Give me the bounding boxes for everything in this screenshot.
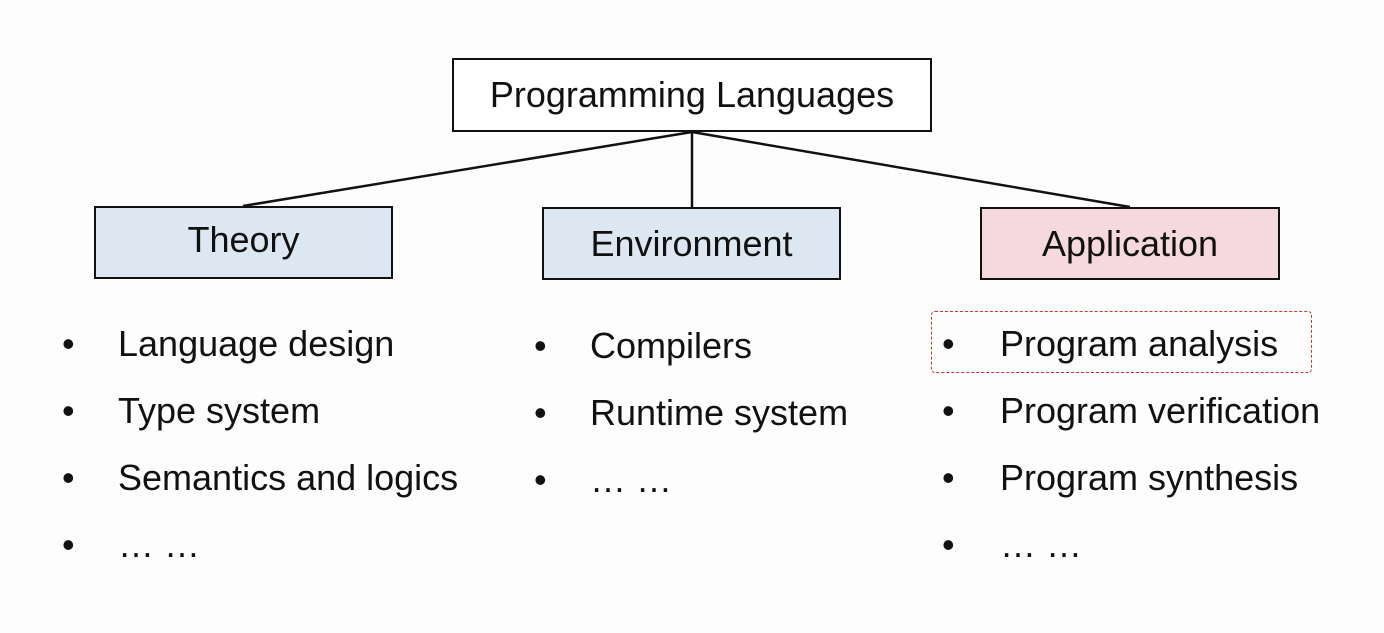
list-item-label: Language design	[118, 323, 395, 364]
root-node-label: Programming Languages	[489, 74, 895, 115]
list-item-label: Type system	[118, 390, 321, 431]
bullet-marker: •	[534, 325, 547, 366]
connector-root-theory	[242, 130, 693, 208]
bullet-marker: •	[62, 323, 75, 364]
list-item-label: … …	[1000, 524, 1083, 565]
category-label-theory: Theory	[187, 218, 300, 260]
bullet-marker: •	[942, 524, 955, 565]
category-box-environment: Environment	[542, 207, 841, 280]
highlight-dashed-box	[931, 311, 1312, 373]
bullet-marker: •	[942, 323, 955, 364]
category-box-theory: Theory	[94, 206, 393, 279]
list-item-label: Program verification	[1000, 390, 1321, 431]
bullet-marker: •	[62, 524, 75, 565]
category-box-application: Application	[980, 207, 1280, 280]
bullet-marker: •	[534, 392, 547, 433]
category-label-application: Application	[1041, 222, 1219, 264]
list-item-label: Compilers	[590, 325, 753, 366]
bullet-marker: •	[62, 390, 75, 431]
list-item-label: Runtime system	[590, 392, 849, 433]
list-item-label: Program analysis	[1000, 323, 1279, 364]
list-item-label: Program synthesis	[1000, 457, 1299, 498]
bullet-marker: •	[942, 390, 955, 431]
list-item-label: Semantics and logics	[118, 457, 459, 498]
bullet-marker: •	[942, 457, 955, 498]
list-item-label: … …	[118, 524, 201, 565]
category-label-environment: Environment	[590, 222, 793, 264]
bullet-marker: •	[62, 457, 75, 498]
connector-root-application	[691, 130, 1131, 209]
list-item-label: … …	[590, 459, 673, 500]
root-node-box: Programming Languages	[452, 58, 932, 132]
bullet-marker: •	[534, 459, 547, 500]
